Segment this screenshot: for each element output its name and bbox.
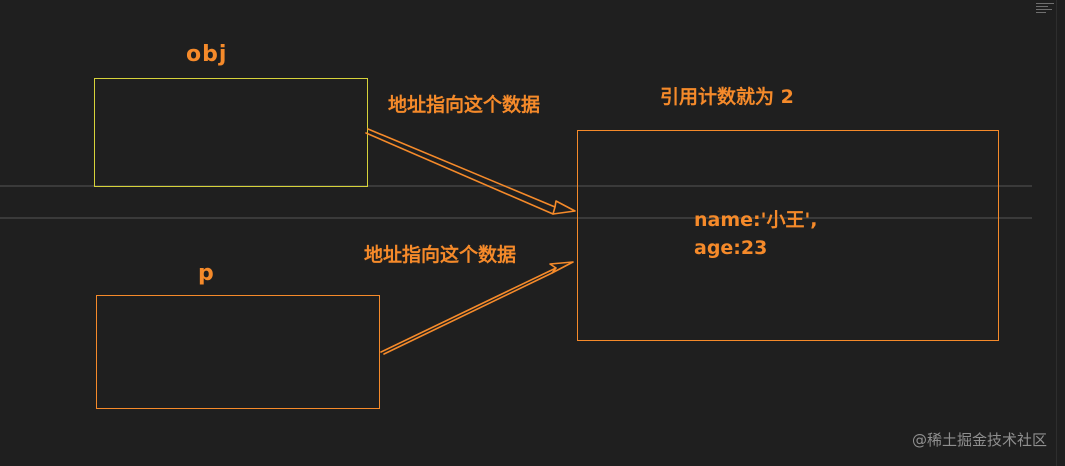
- address-label-bottom: 地址指向这个数据: [364, 244, 517, 266]
- address-label-top: 地址指向这个数据: [388, 94, 541, 116]
- minimap: [1036, 3, 1058, 19]
- data-content: name:'小王', age:23: [694, 206, 817, 262]
- p-label: p: [198, 261, 214, 286]
- data-age-line: age:23: [694, 237, 768, 259]
- data-name-line: name:'小王',: [694, 209, 818, 231]
- ref-count-label: 引用计数就为 2: [660, 86, 794, 108]
- data-object-box: [577, 130, 999, 341]
- divider-line: [0, 217, 1032, 219]
- scrollbar-track: [1056, 0, 1057, 466]
- arrow-p-to-data: [380, 261, 574, 355]
- arrow-obj-to-data: [365, 128, 576, 215]
- obj-box: [94, 78, 368, 187]
- watermark: @稀土掘金技术社区: [911, 431, 1047, 449]
- obj-label: obj: [186, 42, 228, 67]
- p-box: [96, 295, 380, 409]
- divider-line: [0, 185, 1032, 187]
